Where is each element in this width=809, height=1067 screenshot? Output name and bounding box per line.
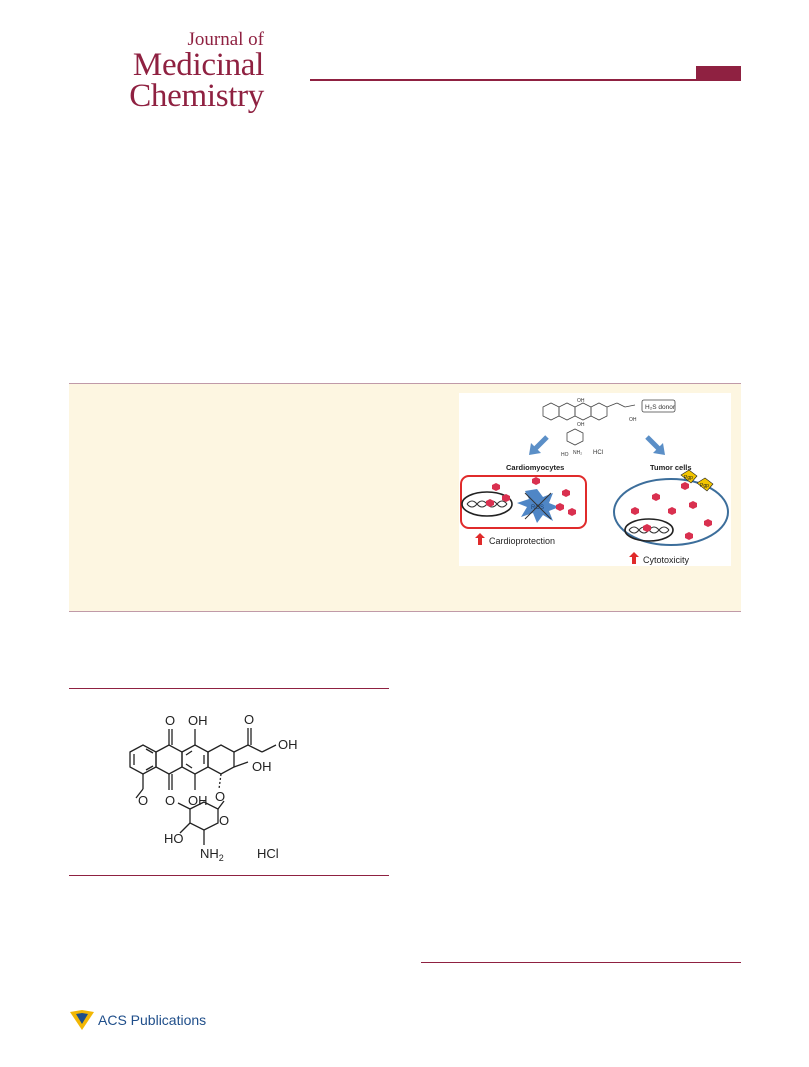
pgp-pump-icon <box>680 469 698 484</box>
mini-oh-top: OH <box>577 398 585 404</box>
journal-logo: Journal of Medicinal Chemistry <box>104 29 264 114</box>
ros-label: ROS <box>531 505 544 511</box>
oh-bottom: OH <box>188 793 208 808</box>
h2s-donor-label: H₂S donor <box>645 404 676 411</box>
tumor-cells-label: Tumor cells <box>650 463 692 472</box>
journal-logo-line2: Medicinal <box>132 47 264 83</box>
acs-publications-text: ACS Publications <box>98 1012 207 1028</box>
journal-logo-line3: Chemistry <box>129 78 264 114</box>
ketone-o-top: O <box>165 713 175 728</box>
sugar-nh2: NH2 <box>200 846 224 863</box>
ros-cross-icon-2 <box>524 492 552 520</box>
footnote-rule <box>421 962 741 963</box>
tertiary-oh: OH <box>252 759 272 774</box>
mini-ho: HO <box>561 452 569 458</box>
pgp-pump-icon-2 <box>696 477 714 492</box>
left-arrow-icon <box>533 435 549 451</box>
cardioprotection-label: Cardioprotection <box>489 536 555 546</box>
mini-hcl: HCl <box>593 450 603 456</box>
ring-system <box>129 728 277 845</box>
mini-nh2: NH₂ <box>573 450 582 456</box>
figure-top-rule <box>69 688 389 689</box>
left-up-arrow-icon <box>475 533 485 545</box>
methoxy-o: O <box>138 793 148 808</box>
cardio-nucleus <box>461 491 513 517</box>
mini-oh-bottom: OH <box>577 422 585 428</box>
hcl-salt: HCl <box>257 846 279 861</box>
cardiomyocytes-label: Cardiomyocytes <box>506 463 564 472</box>
toc-graphic: H₂S donor HCl NH₂ HO OH OH OH Cardiomyoc… <box>459 393 731 566</box>
tumor-cell <box>613 478 729 546</box>
doxorubicin-svg: O O OH OH O OH OH O O O HO NH2 HCl <box>129 712 298 863</box>
pgp-label-2: Pgp <box>700 483 709 489</box>
toc-graphic-svg: H₂S donor HCl NH₂ HO OH OH OH Cardiomyoc… <box>460 398 729 565</box>
right-arrow-icon <box>645 435 661 451</box>
cardiomyocyte-cell <box>460 475 587 529</box>
oh-top: OH <box>188 713 208 728</box>
drug-molecules-tumor <box>631 482 712 540</box>
mini-oh-side: OH <box>629 417 637 423</box>
ketone-o-bottom: O <box>165 793 175 808</box>
header-tab <box>696 66 741 81</box>
acs-logo <box>68 1008 96 1037</box>
right-arrowhead-icon <box>653 443 665 455</box>
glycosidic-o: O <box>215 789 225 804</box>
structure-labels: O O OH OH O OH OH O O O HO NH2 HCl <box>138 712 298 863</box>
side-chain-o: O <box>244 712 254 727</box>
mini-molecule <box>542 399 676 446</box>
pgp-label-1: Pgp <box>684 475 693 481</box>
sugar-ho: HO <box>164 831 184 846</box>
header-rule <box>310 79 696 81</box>
side-chain-oh: OH <box>278 737 298 752</box>
left-arrowhead-icon <box>529 443 541 455</box>
journal-logo-line1: Journal of <box>187 29 264 50</box>
drug-molecules-cardio <box>486 477 576 516</box>
sugar-ring-o: O <box>219 813 229 828</box>
right-up-arrow-icon <box>629 552 639 564</box>
tumor-nucleus <box>624 518 674 542</box>
doxorubicin-structure: O O OH OH O OH OH O O O HO NH2 HCl <box>120 705 360 870</box>
figure-bottom-rule <box>69 875 389 876</box>
cytotoxicity-label: Cytotoxicity <box>643 555 690 565</box>
acs-logo-icon <box>70 1010 94 1030</box>
